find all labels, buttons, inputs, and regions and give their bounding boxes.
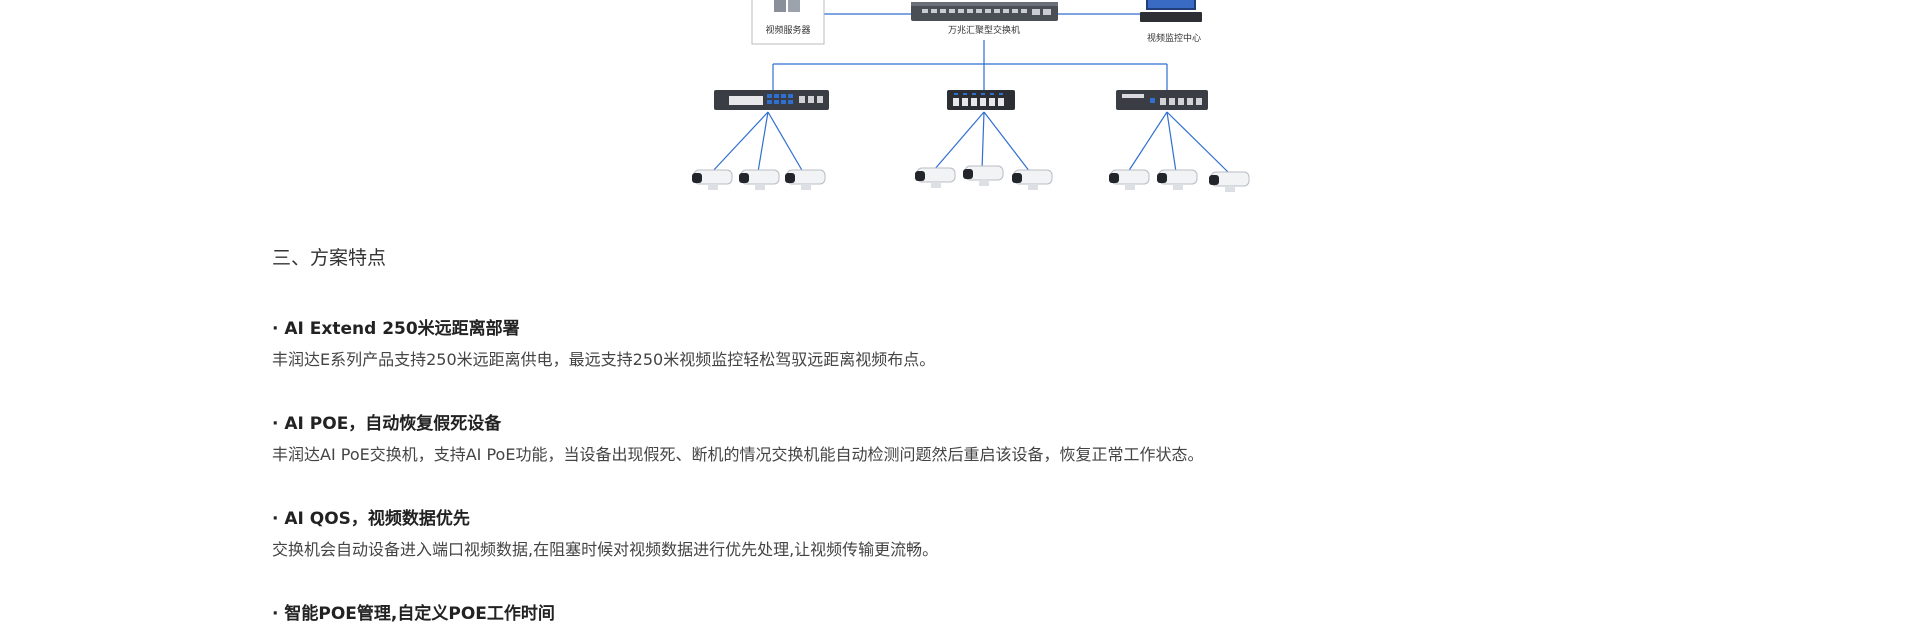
camera-3-icon xyxy=(785,169,826,190)
network-topology-diagram: 视频服务器 万兆汇聚型交换机 视频监控中心 xyxy=(670,0,1270,200)
section-title: 三、方案特点 xyxy=(272,247,387,269)
feature-1-desc: 丰润达E系列产品支持250米远距离供电，最远支持250米视频监控轻松驾驭远距离视… xyxy=(272,350,936,369)
access-switch-2-icon xyxy=(947,90,1015,110)
camera-5-icon xyxy=(963,165,1004,186)
monitoring-center-label: 视频监控中心 xyxy=(1147,32,1201,44)
access-switch-1-icon xyxy=(714,90,829,110)
monitoring-center-icon xyxy=(1140,0,1202,22)
camera-1-icon xyxy=(692,169,733,190)
video-server-label: 视频服务器 xyxy=(765,24,810,36)
camera-6-icon xyxy=(1012,169,1053,190)
feature-3-desc: 交换机会自动设备进入端口视频数据,在阻塞时候对视频数据进行优先处理,让视频传输更… xyxy=(272,540,939,559)
camera-7-icon xyxy=(1109,169,1150,190)
access-switch-3-icon xyxy=(1116,90,1208,110)
feature-4-title: · 智能POE管理,自定义POE工作时间 xyxy=(272,604,555,624)
aggregation-switch-icon xyxy=(911,2,1058,21)
aggregation-switch-label: 万兆汇聚型交换机 xyxy=(948,24,1020,36)
camera-4-icon xyxy=(915,167,956,188)
camera-8-icon xyxy=(1157,169,1198,190)
video-server-icon xyxy=(751,0,825,45)
camera-9-icon xyxy=(1209,171,1250,192)
feature-2-desc: 丰润达AI PoE交换机，支持AI PoE功能，当设备出现假死、断机的情况交换机… xyxy=(272,445,1204,464)
feature-3-title: · AI QOS，视频数据优先 xyxy=(272,509,470,529)
connection-lines xyxy=(711,13,1229,173)
ip-camera-icons xyxy=(692,165,1250,192)
feature-2-title: · AI POE，自动恢复假死设备 xyxy=(272,414,502,434)
camera-2-icon xyxy=(739,169,780,190)
feature-1-title: · AI Extend 250米远距离部署 xyxy=(272,319,520,339)
